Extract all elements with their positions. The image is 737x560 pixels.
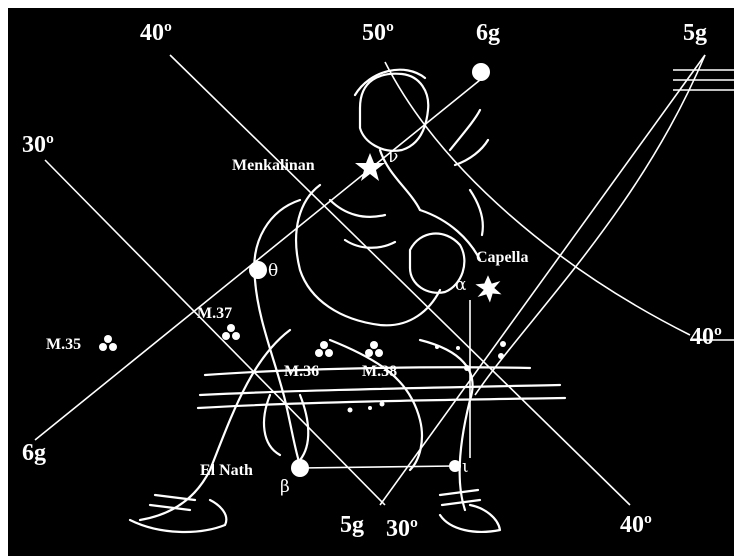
label-bottom-5g: 5g — [340, 512, 364, 538]
label-theta: θ — [268, 261, 278, 281]
label-m36: M.36 — [284, 363, 319, 380]
label-top-6g: 6g — [476, 20, 500, 46]
label-el-nath: El Nath — [200, 462, 253, 479]
label-m37: M.37 — [197, 305, 232, 322]
bright-star — [472, 63, 490, 81]
label-right-40: 40º — [690, 324, 722, 350]
label-capella: Capella — [476, 249, 528, 266]
label-bottom-30: 30º — [386, 516, 418, 542]
star-theta — [249, 261, 267, 279]
chart-field — [8, 8, 734, 556]
label-small-greek: ν — [388, 147, 398, 167]
faint-star — [498, 353, 504, 359]
label-iota: ι — [462, 457, 469, 477]
label-beta: β — [280, 477, 290, 497]
faint-star — [380, 402, 385, 407]
label-m38: M.38 — [362, 363, 397, 380]
faint-star — [500, 341, 506, 347]
label-bottom-40: 40º — [620, 512, 652, 538]
label-m35: M.35 — [46, 336, 81, 353]
label-top-50: 50º — [362, 20, 394, 46]
label-menkalinan: Menkalinan — [232, 157, 315, 174]
label-alpha: α — [455, 275, 467, 295]
star-iota — [449, 460, 461, 472]
faint-star — [368, 406, 372, 410]
label-left-6g: 6g — [22, 440, 46, 466]
faint-star — [348, 408, 353, 413]
label-top-5g: 5g — [683, 20, 707, 46]
label-top-40: 40º — [140, 20, 172, 46]
label-left-30: 30º — [22, 132, 54, 158]
faint-star — [464, 365, 470, 371]
faint-star — [456, 346, 460, 350]
faint-star — [435, 345, 439, 349]
star-el-nath — [291, 459, 309, 477]
